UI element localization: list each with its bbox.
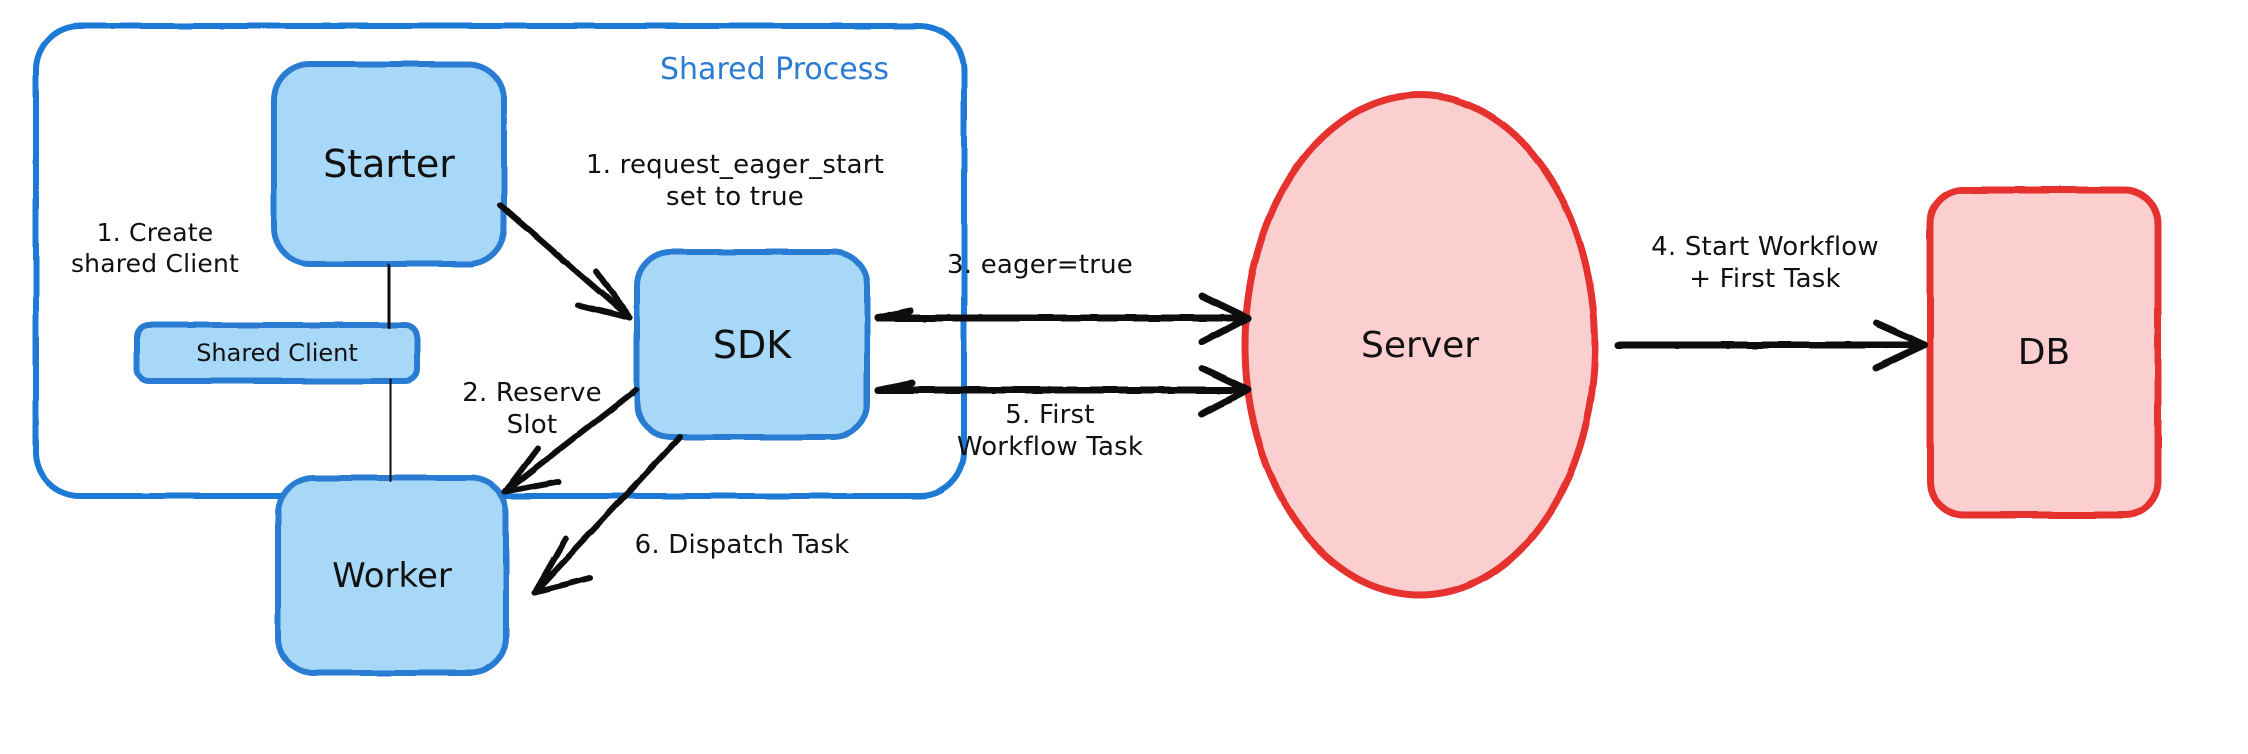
edge-label-create-shared-client: 1. Create shared Client — [70, 218, 240, 278]
node-sdk-shape[interactable] — [634, 249, 870, 440]
edge-sdk-to-server-first-task — [874, 364, 1252, 418]
edge-label-eager-true: 3. eager=true — [947, 250, 1133, 280]
node-sdk-label: SDK — [712, 322, 792, 367]
node-worker-label: Worker — [332, 555, 452, 596]
edge-label-reserve-slot: 2. Reserve Slot — [462, 378, 602, 440]
node-shared-client-shape[interactable] — [134, 322, 420, 384]
node-starter-label: Starter — [323, 142, 455, 186]
node-server-shape[interactable] — [1241, 91, 1599, 599]
edge-sdk-to-worker-dispatch — [532, 434, 683, 595]
edge-label-start-workflow-first-task: 4. Start Workflow + First Task — [1651, 232, 1879, 294]
node-server-label: Server — [1360, 324, 1480, 366]
node-shared-client-label: Shared Client — [196, 339, 358, 367]
edge-starter-shared-client — [385, 263, 393, 329]
edge-label-dispatch-task: 6. Dispatch Task — [634, 530, 850, 560]
edge-label-first-workflow-task: 5. First Workflow Task — [956, 400, 1144, 462]
shared-process-title: Shared Process — [660, 52, 889, 87]
edge-sdk-to-server-eager — [874, 292, 1252, 346]
edge-shared-client-worker — [387, 378, 394, 482]
edge-sdk-to-worker-reserve — [502, 387, 639, 495]
edge-label-request-eager-start: 1. request_eager_start set to true — [586, 150, 884, 212]
edge-server-to-db — [1614, 319, 1929, 372]
node-db-label: DB — [2017, 332, 2071, 373]
node-db-shape[interactable] — [1926, 186, 2162, 519]
edge-starter-to-sdk — [497, 202, 633, 321]
